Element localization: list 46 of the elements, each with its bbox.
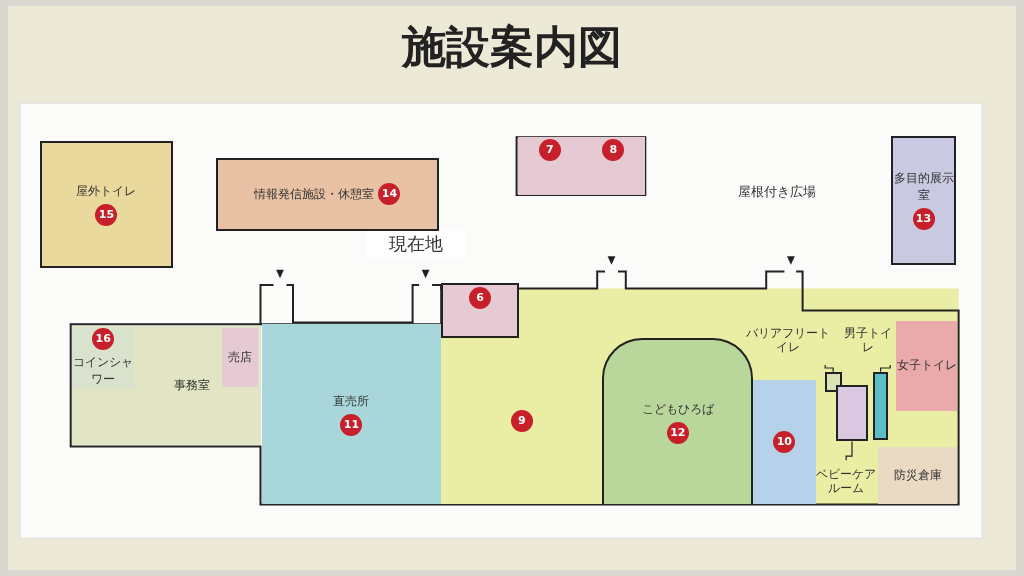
number-badge: 16: [92, 328, 115, 351]
leader-line: [824, 364, 834, 373]
room-area: [216, 157, 439, 231]
number-badge: 15: [95, 203, 118, 226]
room-label: ベビーケアルーム: [815, 468, 877, 497]
title: 施設案内図: [400, 20, 623, 74]
leader-line: [845, 440, 853, 461]
number-badge: 7: [538, 139, 561, 162]
area-label: 屋根付き広場: [737, 183, 816, 202]
current-location-tag: 現在地: [367, 230, 466, 257]
room-area: [72, 325, 261, 445]
shop-area: [221, 327, 258, 388]
number-badge: 10: [773, 431, 796, 454]
number-badge: 9: [510, 410, 533, 433]
number-badge: 8: [602, 139, 625, 162]
shop-area: [441, 337, 603, 505]
room-label: こどもひろば: [641, 400, 714, 418]
room-label: コインシャワー: [72, 354, 135, 389]
restroom-area: [39, 140, 174, 269]
playground-area: [602, 337, 754, 505]
room-area: [836, 385, 868, 442]
room-label: 男子トイレ: [842, 327, 893, 355]
restroom-area: [896, 320, 958, 411]
room-label: 多目的展示室: [893, 170, 954, 205]
room-label: バリアフリートイレ: [745, 327, 832, 355]
leader-line: [880, 364, 891, 373]
room-area: [72, 327, 135, 389]
room-label: 女子トイレ: [896, 357, 957, 375]
number-badge: 6: [469, 287, 492, 310]
room-label: 売店: [227, 348, 252, 366]
shop-area: [517, 137, 582, 195]
number-badge: 12: [666, 421, 689, 444]
room-area: [891, 135, 956, 265]
room-label: 屋外トイレ: [76, 182, 137, 200]
shop-area: [581, 137, 646, 195]
number-badge: 14: [378, 183, 401, 206]
room-label: 事務室: [174, 376, 211, 394]
number-badge: 13: [912, 208, 935, 231]
shop-area: [261, 324, 442, 505]
shop-area: [753, 380, 816, 505]
shop-area: [441, 283, 520, 338]
room-label: 防災倉庫: [893, 467, 942, 484]
number-badge: 11: [340, 413, 363, 436]
room-label: 情報発信施設・休憩室: [254, 185, 375, 203]
room-label: 直売所: [333, 392, 370, 410]
storage-area: [878, 446, 958, 505]
